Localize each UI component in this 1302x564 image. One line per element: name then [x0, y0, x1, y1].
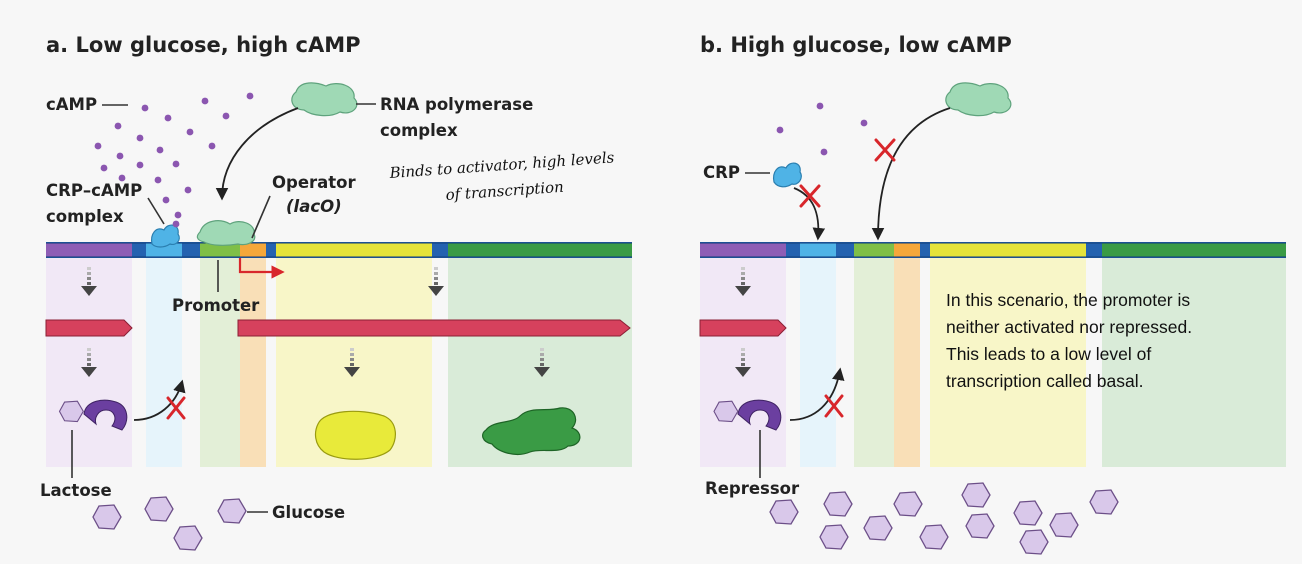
handwritten-note-2: of transcription [445, 178, 564, 204]
panel-a: a. Low glucose, high cAMP [40, 33, 632, 551]
block-mark-repressor-a [166, 396, 186, 420]
crp-label: CRP [703, 163, 740, 182]
annotation-line-1: In this scenario, the promoter is [946, 290, 1190, 310]
panel-b: b. High glucose, low cAMP [699, 33, 1286, 555]
operator-b [894, 243, 920, 257]
laci-mrna-a [45, 319, 133, 337]
rna-polymerase-label-1: RNA polymerase [380, 95, 533, 114]
crp-camp-complex-icon [151, 224, 180, 248]
crp-camp-label-2: complex [46, 207, 124, 226]
rnap-blocked-arrow-b [871, 107, 951, 241]
rna-polymerase-label-2: complex [380, 121, 458, 140]
panel-b-gene-columns [700, 245, 1286, 467]
laci-mrna-b [699, 319, 787, 337]
block-mark-rnap-b [874, 138, 896, 162]
transcription-start-arrow [238, 258, 285, 279]
crp-blocked-arrow-b [793, 187, 826, 241]
repressor-blocked-arrow-a [133, 379, 186, 421]
panel-b-title: b. High glucose, low cAMP [700, 33, 1012, 57]
promoter-label: Promoter [172, 296, 260, 315]
glucose-label: Glucose [272, 503, 345, 522]
beta-galactosidase-icon [314, 410, 396, 460]
rna-polymerase-icon [291, 82, 358, 117]
permease-icon [482, 407, 581, 456]
operator-label-1: Operator [272, 173, 357, 192]
glucose-molecules-a [92, 496, 247, 551]
lacz-gene-a [276, 243, 432, 257]
camp-molecules-b [776, 102, 868, 156]
annotation-line-2: neither activated nor repressed. [946, 317, 1192, 337]
glucose-molecules-b [769, 482, 1119, 555]
lac-mrna-a [237, 319, 631, 337]
repressor-blocked-arrow-b [789, 367, 845, 421]
promoter-b [854, 243, 894, 257]
lacy-gene-b [1102, 243, 1286, 257]
crp-icon [773, 162, 802, 188]
laci-gene-b [700, 243, 786, 257]
annotation-line-4: transcription called basal. [946, 371, 1143, 391]
annotation-line-3: This leads to a low level of [946, 344, 1151, 364]
bound-rna-polymerase-icon [196, 220, 256, 246]
lacy-gene-a [448, 243, 632, 257]
promoter-a [200, 243, 240, 257]
basal-transcription-annotation: In this scenario, the promoter is neithe… [946, 290, 1192, 391]
laci-gene-a [46, 243, 132, 257]
panel-a-dna-strip [46, 242, 632, 258]
crp-site-b [800, 243, 836, 257]
operator-a [240, 243, 266, 257]
repressor-label: Repressor [705, 479, 800, 498]
lactose-label: Lactose [40, 481, 112, 500]
repressor-lactose-icon-a [58, 399, 128, 431]
handwritten-note-1: Binds to activator, high levels [388, 148, 615, 182]
lacz-gene-b [930, 243, 1086, 257]
camp-label: cAMP [46, 95, 97, 114]
repressor-lactose-icon-b [713, 399, 782, 431]
panel-a-title: a. Low glucose, high cAMP [46, 33, 361, 57]
panel-b-dna-strip [700, 242, 1286, 258]
operator-label-2: (lacO) [286, 197, 342, 216]
crp-camp-label-1: CRP–cAMP [46, 181, 142, 200]
block-mark-repressor-b [824, 394, 844, 418]
block-mark-crp-b [799, 184, 821, 208]
rnap-binding-arrow [215, 107, 299, 201]
rna-polymerase-icon-b [945, 82, 1012, 117]
